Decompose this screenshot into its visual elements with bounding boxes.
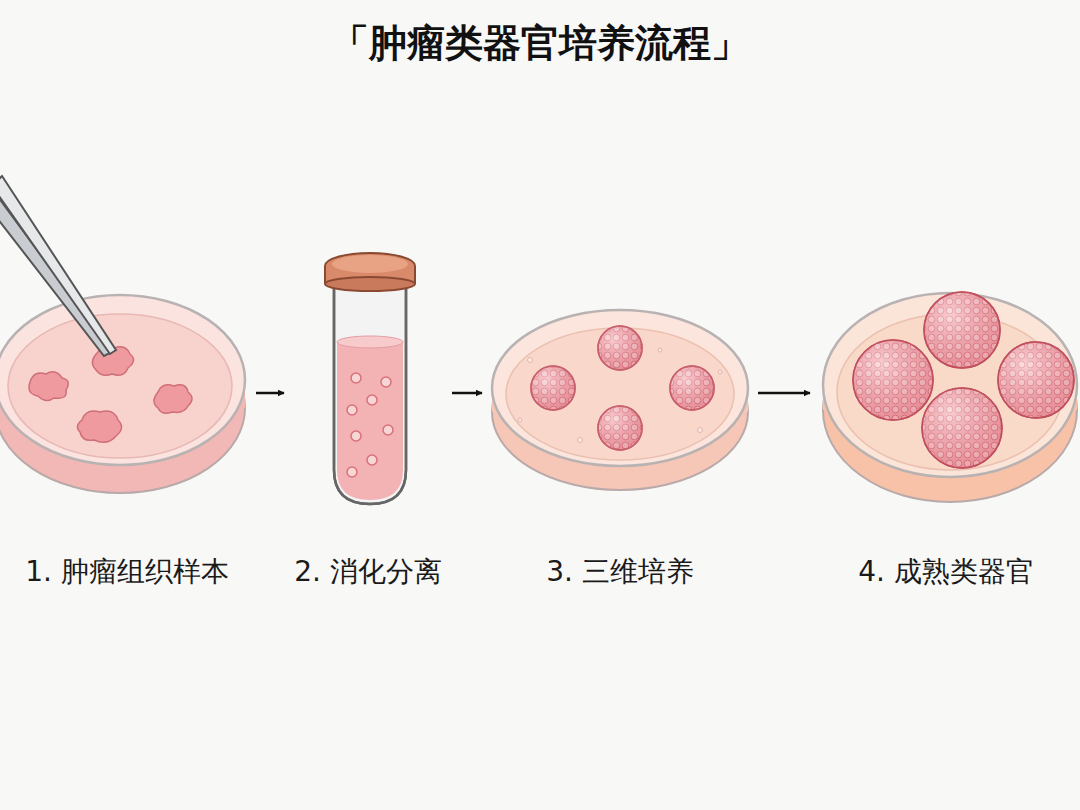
petri-dish xyxy=(823,293,1077,502)
process-step: 2. 消化分离 xyxy=(290,270,446,590)
tissue-fragment xyxy=(29,346,192,443)
organoid xyxy=(531,326,714,450)
diagram-title: 「肿瘤类器官培养流程」 xyxy=(0,18,1080,69)
process-step: 4. 成熟类器官 xyxy=(816,270,1076,590)
flow-arrow xyxy=(758,392,810,395)
step-label: 1. 肿瘤组织样本 xyxy=(25,554,229,590)
petri-dish xyxy=(0,295,245,493)
flow-arrow xyxy=(256,392,284,395)
process-step: 3. 三维培养 xyxy=(488,270,752,590)
flow-arrow xyxy=(452,392,482,395)
step-label: 2. 消化分离 xyxy=(294,554,442,590)
step-label: 3. 三维培养 xyxy=(546,554,694,590)
test-tube xyxy=(325,253,415,504)
petri-dish xyxy=(492,310,748,490)
step-label: 4. 成熟类器官 xyxy=(858,554,1034,590)
organoid xyxy=(853,292,1074,468)
tweezers xyxy=(0,176,116,356)
process-step: 1. 肿瘤组织样本 xyxy=(4,270,250,590)
